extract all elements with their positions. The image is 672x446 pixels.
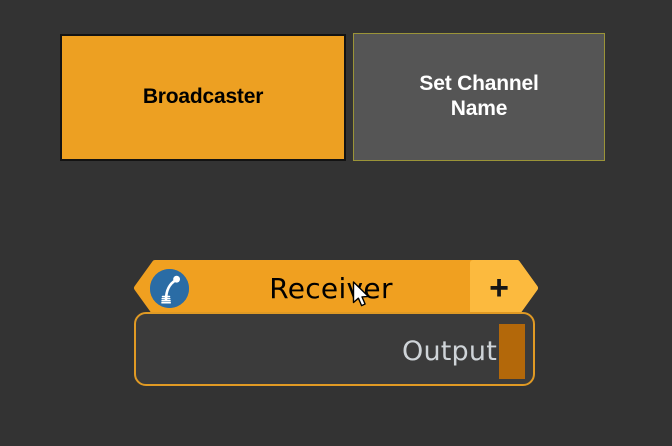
output-port-label: Output — [402, 335, 497, 367]
receiver-node-body: Output — [134, 312, 535, 386]
receiver-node-header[interactable]: Receiver + — [133, 258, 539, 318]
set-channel-name-label-line2: Name — [450, 97, 508, 120]
broadcaster-button-label: Broadcaster — [142, 85, 264, 109]
set-channel-name-button[interactable]: Set Channel Name — [353, 33, 605, 161]
antenna-icon[interactable] — [150, 269, 189, 308]
set-channel-name-label-line1: Set Channel — [419, 72, 539, 96]
add-port-button[interactable]: + — [489, 269, 509, 307]
set-channel-name-button-label: Set Channel Name — [419, 72, 538, 122]
receiver-node[interactable]: Receiver + Output — [133, 258, 539, 388]
output-port-row: Output — [402, 323, 533, 379]
broadcaster-button[interactable]: Broadcaster — [60, 34, 346, 161]
output-port-socket[interactable] — [499, 323, 525, 379]
